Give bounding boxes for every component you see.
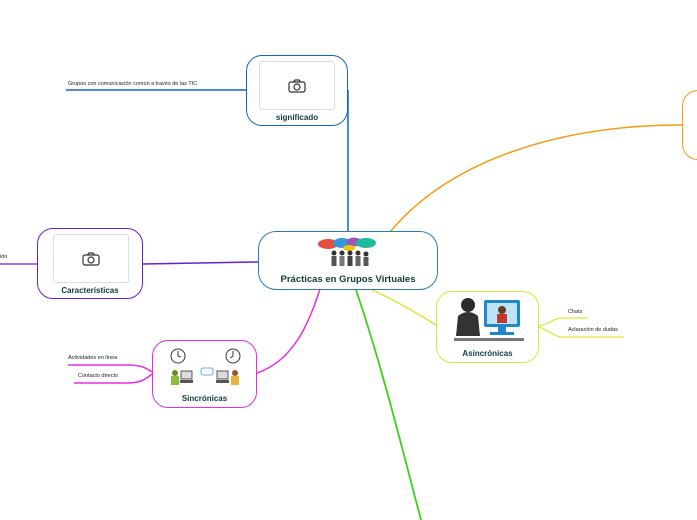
connector-sinc-leaf-2: [74, 373, 153, 384]
connector-caracteristicas: [142, 261, 259, 265]
clock-icon: [170, 348, 186, 364]
connector-sincronicas: [256, 288, 321, 374]
node-sincronicas[interactable]: Sincrónicas: [152, 340, 257, 408]
node-orange-partial[interactable]: [682, 90, 697, 160]
leaf-asincronicas-1[interactable]: Chats: [568, 309, 583, 315]
connector-sinc-leaf-1: [68, 364, 153, 373]
node-significado[interactable]: significado: [246, 55, 348, 126]
central-title: Prácticas en Grupos Virtuales: [280, 274, 416, 285]
caracteristicas-title: Características: [61, 286, 119, 295]
leaf-sincronicas-1[interactable]: Actividades en línea: [68, 355, 118, 361]
clock-icon: [225, 348, 241, 364]
sincronicas-title: Sincrónicas: [181, 394, 228, 403]
significado-title: significado: [275, 113, 319, 122]
leaf-significado[interactable]: Grupos con comunicación común a través d…: [68, 81, 198, 87]
leaf-caracteristicas-partial[interactable]: ión: [0, 254, 8, 260]
asincronicas-title: Asincrónicas: [462, 349, 513, 358]
connector-orange: [389, 124, 683, 233]
camera-icon: [82, 251, 100, 266]
image-placeholder: [259, 61, 335, 110]
node-caracteristicas[interactable]: Características: [37, 228, 143, 299]
connector-asinc-leaf-2: [538, 326, 624, 338]
connector-asincronicas: [369, 288, 437, 326]
leaf-sincronicas-2[interactable]: Contacto directo: [78, 373, 119, 379]
camera-icon: [288, 78, 306, 93]
computer-user-icon: [171, 367, 239, 385]
people-group-icon: [318, 237, 376, 266]
video-call-icon: [454, 298, 524, 341]
leaf-asincronicas-2[interactable]: Aclaración de dudas: [568, 327, 618, 333]
connector-green: [355, 289, 422, 520]
central-node[interactable]: Prácticas en Grupos Virtuales: [258, 231, 438, 290]
connector-asinc-leaf-1: [538, 317, 588, 327]
node-asincronicas[interactable]: Asincrónicas: [436, 291, 539, 363]
image-placeholder: [53, 234, 129, 283]
